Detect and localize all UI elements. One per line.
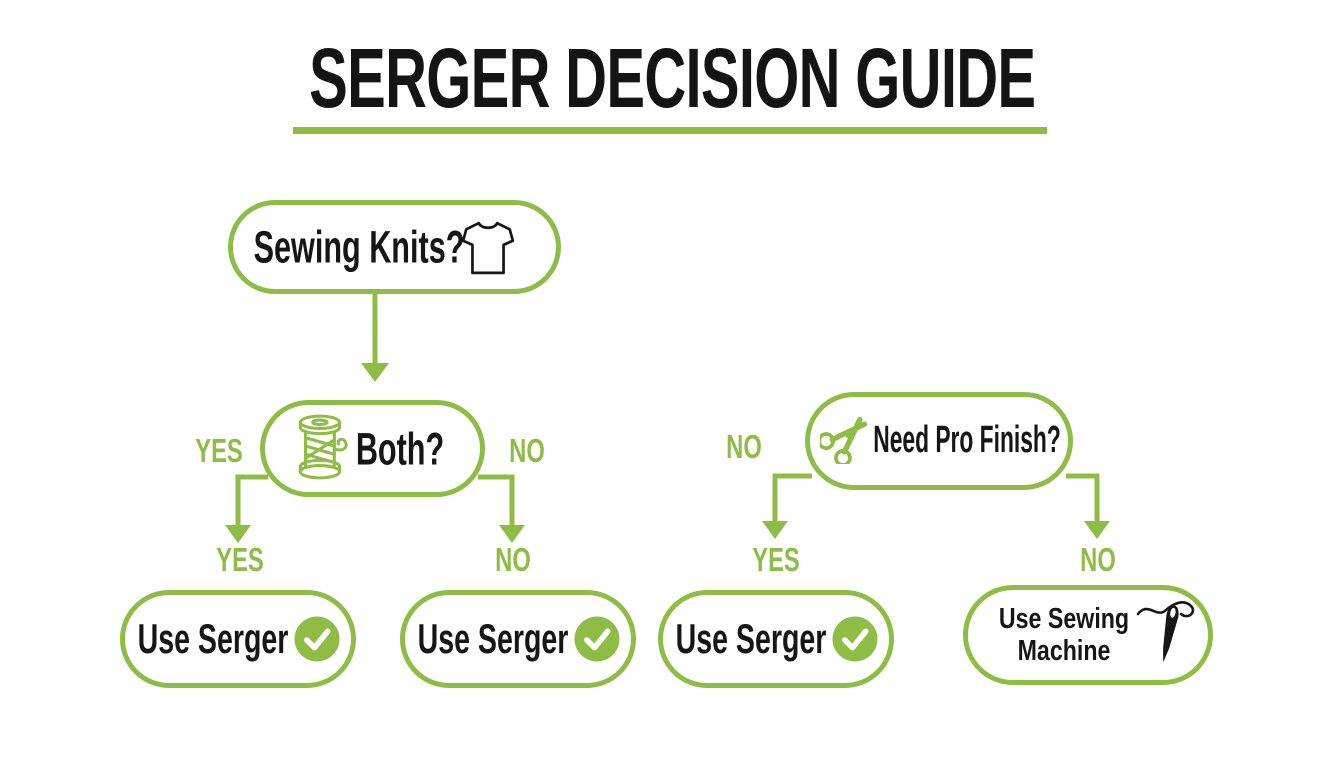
node-use-sewing-machine: Use Sewing Machine (963, 585, 1213, 685)
thread-spool-icon (294, 412, 352, 482)
connector-npf-no (1066, 473, 1100, 522)
node-label: Use Serger (137, 614, 289, 662)
branch-label-profinish-no-side: NO (726, 428, 762, 465)
node-label: Use Serger (417, 614, 569, 662)
arrowhead-both-no (499, 525, 525, 543)
branch-label-both-no-arrow: NO (495, 541, 531, 578)
branch-label-profinish-no-arrow: NO (1080, 541, 1116, 578)
page-title-text: SERGER DECISION GUIDE (308, 31, 1036, 125)
check-circle-icon (294, 616, 340, 662)
node-both: Both? (260, 400, 485, 497)
arrowhead-npf-no (1084, 521, 1110, 539)
node-label: Sewing Knits? (253, 221, 465, 273)
title-underline (293, 127, 1047, 134)
node-need-pro-finish: Need Pro Finish? (805, 392, 1073, 490)
node-label: Use Sewing Machine (998, 603, 1130, 667)
arrowhead-both-yes (225, 525, 251, 543)
check-circle-icon (832, 616, 878, 662)
branch-label-both-yes-arrow: YES (216, 541, 264, 578)
page-title: SERGER DECISION GUIDE (0, 34, 1344, 122)
needle-thread-icon (1136, 597, 1198, 669)
node-label: Use Serger (675, 614, 827, 662)
node-use-serger-result-yes-both: Use Serger (120, 590, 356, 688)
branch-label-profinish-yes-arrow: YES (752, 541, 800, 578)
connector-both-yes (235, 474, 268, 526)
node-label: Need Pro Finish? (873, 419, 1062, 462)
connector-both-no (478, 474, 515, 526)
node-sewing-knits: Sewing Knits? (228, 200, 561, 294)
node-use-serger-result-no-both: Use Serger (400, 590, 636, 688)
arrowhead-npf-yes (762, 521, 788, 539)
node-label: Both? (356, 422, 445, 474)
check-circle-icon (574, 616, 620, 662)
node-use-serger-result-yes-profinish: Use Serger (658, 590, 894, 688)
scissors-icon (820, 412, 872, 465)
tshirt-icon (461, 219, 515, 277)
connector-npf-yes (772, 473, 812, 522)
branch-label-both-yes-side: YES (195, 432, 243, 469)
arrowhead-knits-to-both (361, 363, 389, 382)
branch-label-both-no-side: NO (509, 432, 545, 469)
